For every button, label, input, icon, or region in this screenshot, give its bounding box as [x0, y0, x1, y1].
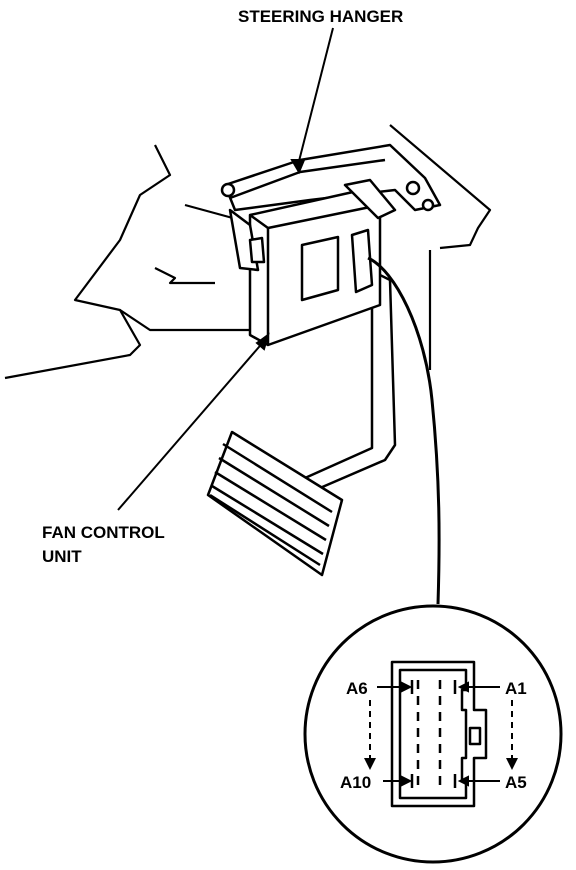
pin-label-a5: A5 [505, 773, 527, 792]
fan-control-unit [228, 178, 397, 347]
brake-pedal [206, 268, 397, 577]
leader-lines [117, 27, 334, 511]
pin-range-arrows [369, 700, 513, 760]
connector-callout-circle [303, 604, 563, 864]
pin-leader-arrows [377, 681, 500, 787]
pin-range-arrowheads [364, 758, 518, 770]
fan-control-unit-label: FAN CONTROL [42, 523, 165, 542]
harness-cable [367, 256, 441, 605]
connector-detail: A6 A1 A10 A5 [303, 604, 563, 864]
pin-label-a6: A6 [346, 679, 368, 698]
pin-label-a1: A1 [505, 679, 527, 698]
fan-control-unit-label-line2: UNIT [42, 547, 82, 566]
dashboard-outline [4, 124, 492, 380]
connector-pin-columns [416, 680, 442, 790]
pin-label-a10: A10 [340, 773, 371, 792]
steering-hanger-label: STEERING HANGER [238, 7, 403, 26]
